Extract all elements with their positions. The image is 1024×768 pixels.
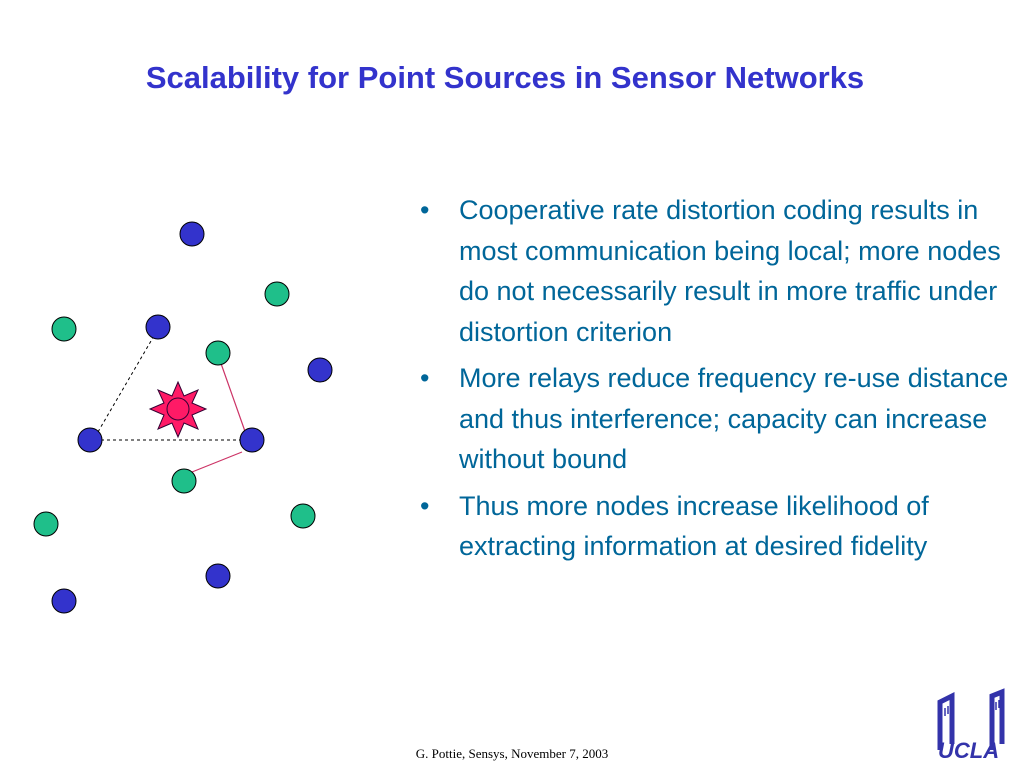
bullet-dot: • (420, 195, 430, 225)
bullet-item: • More relays reduce frequency re-use di… (418, 358, 1018, 480)
relay-link (217, 354, 248, 438)
blue-sensor-node (205, 563, 231, 589)
bullet-list: • Cooperative rate distortion coding res… (418, 190, 1018, 573)
bullet-text: Thus more nodes increase likelihood of e… (459, 490, 929, 562)
blue-sensor-node (179, 221, 205, 247)
ucla-logo-text: UCLA (938, 738, 999, 763)
blue-sensor-node (239, 427, 265, 453)
slide-footer: G. Pottie, Sensys, November 7, 2003 (415, 746, 609, 761)
bullet-item: • Cooperative rate distortion coding res… (418, 190, 1018, 352)
bullet-item: • Thus more nodes increase likelihood of… (418, 486, 1018, 567)
bullet-dot: • (420, 490, 430, 521)
bullet-text: Cooperative rate distortion coding resul… (459, 195, 1001, 347)
blue-sensor-node (51, 588, 77, 614)
green-sensor-node (171, 468, 197, 494)
blue-sensor-node (307, 357, 333, 383)
green-sensor-node (33, 511, 59, 537)
green-sensor-node (51, 316, 77, 342)
sensor-network-diagram (33, 221, 333, 614)
green-sensor-node (205, 340, 231, 366)
bullet-text: More relays reduce frequency re-use dist… (459, 363, 1009, 474)
blue-sensor-node (77, 427, 103, 453)
starburst-source-icon (148, 380, 208, 439)
bullet-dot: • (420, 363, 430, 393)
cluster-link (94, 328, 159, 438)
green-sensor-node (290, 503, 316, 529)
ucla-logo: UCLA (937, 688, 1005, 763)
relay-link (186, 451, 243, 475)
green-sensor-node (264, 281, 290, 307)
slide-title: Scalability for Point Sources in Sensor … (145, 60, 865, 95)
blue-sensor-node (145, 314, 171, 340)
